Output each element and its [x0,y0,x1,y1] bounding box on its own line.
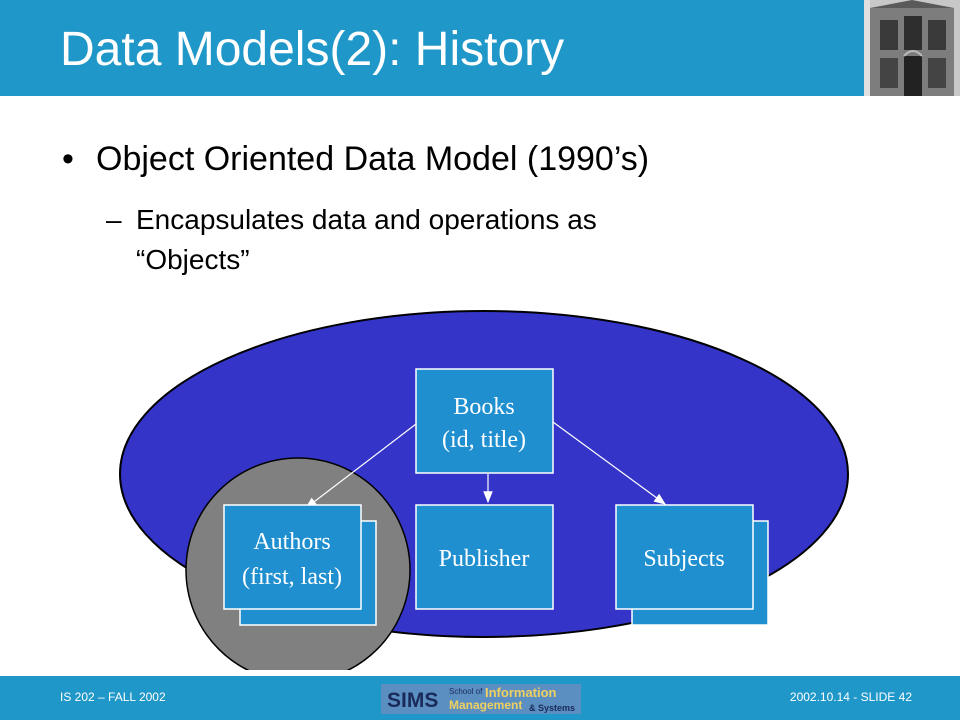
slide-number: 2002.10.14 - SLIDE 42 [789,690,912,704]
publisher-box [415,504,554,610]
sub-bullet: – Encapsulates data and operations as “O… [106,200,597,280]
logo-information: Information [485,685,557,700]
building-photo-icon [864,0,960,96]
slide-title: Data Models(2): History [60,23,565,76]
bullet-text: Object Oriented Data Model (1990’s) [96,140,650,178]
books-label: Books [453,394,514,420]
course-label: IS 202 – FALL 2002 [60,690,166,704]
logo-systems: & Systems [529,703,575,713]
title-bar: Data Models(2): History [0,0,864,96]
publisher-label: Publisher [439,546,530,572]
authors-fields: (first, last) [242,564,342,590]
arrow-to-subjects [552,421,666,505]
authors-label: Authors [253,529,330,555]
sub-bullet-dash: – [106,204,122,235]
sims-logo-icon: SIMS School of Information Management & … [381,684,581,714]
object-model-diagram: Books (id, title) Authors (first, last) … [119,310,849,670]
books-box [415,368,554,474]
subjects-box [615,504,754,610]
sub-bullet-line2: “Objects” [136,244,250,275]
logo-school-of: School of [449,687,483,696]
subjects-label: Subjects [643,546,724,572]
arrow-to-authors [305,423,417,509]
bullet-dot: • [62,140,74,178]
sub-bullet-line1: Encapsulates data and operations as [136,204,597,235]
books-fields: (id, title) [442,427,526,453]
authors-box [223,504,362,610]
logo-management: Management [449,698,522,712]
logo-sims: SIMS [387,689,438,712]
bullet-item: • Object Oriented Data Model (1990’s) [62,140,649,179]
